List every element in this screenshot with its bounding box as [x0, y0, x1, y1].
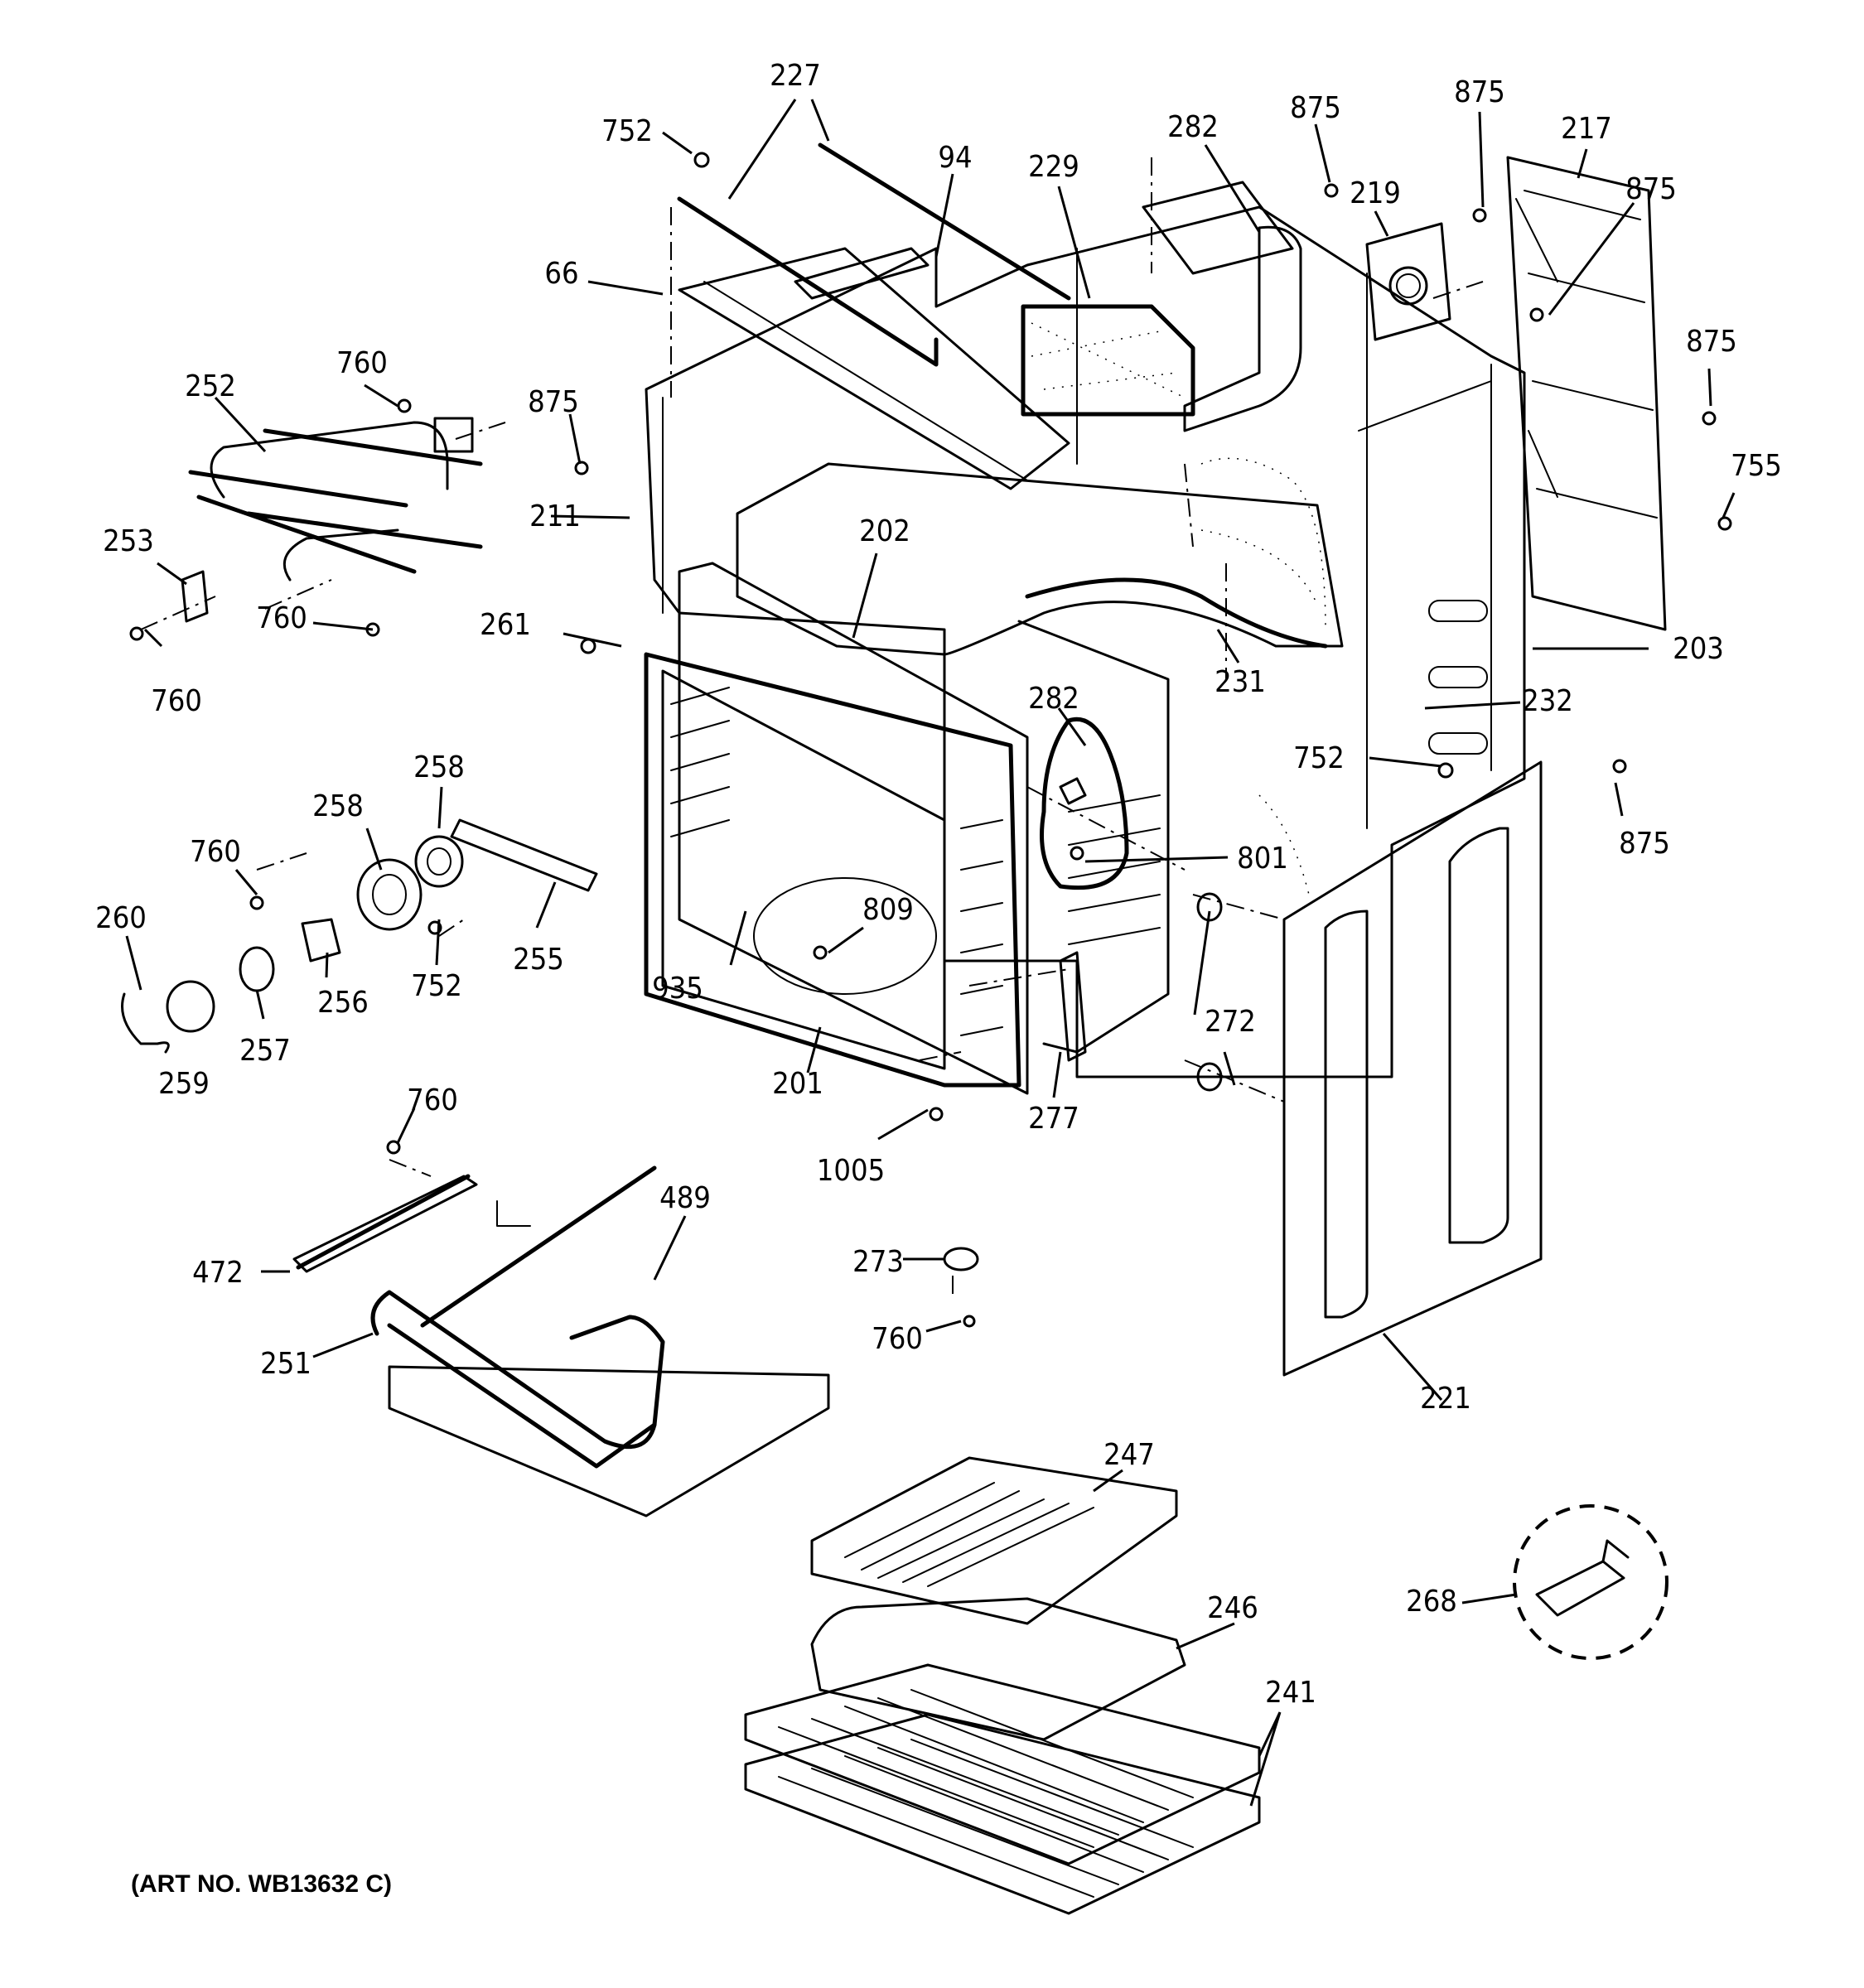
- callout-253: 253: [103, 524, 154, 558]
- callout-935: 935: [652, 972, 703, 1006]
- callout-257: 257: [239, 1034, 291, 1068]
- assembly-dash-lines: [140, 157, 1484, 1300]
- broil-pan-246: [810, 1597, 1186, 1741]
- callout-273: 273: [852, 1245, 904, 1279]
- callout-labels: 227 752 94 229 282 875 219 875 217 875 6…: [95, 59, 1782, 1710]
- callout-94: 94: [938, 141, 972, 175]
- bake-element-251: [296, 1165, 830, 1518]
- callout-246: 246: [1207, 1591, 1258, 1625]
- cavity-top-202: [736, 462, 1344, 656]
- light-assembly: [121, 818, 598, 1054]
- callout-760: 760: [151, 684, 202, 718]
- callout-760: 760: [872, 1322, 923, 1356]
- callout-760: 760: [256, 601, 307, 635]
- callout-489: 489: [659, 1181, 711, 1215]
- callout-229: 229: [1028, 150, 1079, 184]
- cover-219: [1365, 222, 1451, 341]
- callout-202: 202: [859, 514, 910, 548]
- callout-258: 258: [312, 789, 364, 823]
- side-panel-221: [1282, 760, 1543, 1377]
- callout-241: 241: [1265, 1676, 1316, 1710]
- fasteners: [129, 152, 1732, 1328]
- callout-268: 268: [1406, 1585, 1457, 1619]
- insulation-blanket-231: [1025, 577, 1328, 649]
- callout-219: 219: [1350, 176, 1401, 210]
- art-number: (ART NO. WB13632 C): [131, 1870, 392, 1898]
- callout-211: 211: [529, 499, 581, 533]
- clip-268-detail: [1513, 1504, 1668, 1660]
- callout-760: 760: [336, 346, 388, 380]
- callout-875: 875: [528, 385, 579, 419]
- callout-875: 875: [1619, 827, 1670, 861]
- callout-203: 203: [1673, 632, 1724, 666]
- bracket-253: [181, 570, 209, 623]
- oven-cabinet-211: [645, 205, 1526, 1078]
- leader-lines: [125, 99, 1736, 1807]
- callout-755: 755: [1731, 449, 1782, 483]
- callout-282: 282: [1167, 110, 1219, 144]
- callout-201: 201: [772, 1067, 823, 1101]
- callout-260: 260: [95, 901, 147, 935]
- broil-pan-insert-247: [810, 1456, 1178, 1625]
- callout-1005: 1005: [817, 1154, 885, 1188]
- callout-760: 760: [407, 1083, 458, 1117]
- callout-232: 232: [1522, 684, 1573, 718]
- callout-875: 875: [1686, 325, 1737, 359]
- insulation-wrap-282: [1040, 717, 1129, 890]
- callout-221: 221: [1420, 1382, 1471, 1416]
- callout-875: 875: [1454, 75, 1505, 109]
- shield-472: [292, 1175, 478, 1273]
- bracket-277: [1059, 951, 1087, 1062]
- duct-282: [1142, 181, 1302, 432]
- callout-251: 251: [260, 1347, 311, 1381]
- cavity-side-wall: [1017, 620, 1170, 1054]
- callout-261: 261: [480, 608, 531, 642]
- callout-255: 255: [513, 943, 564, 977]
- callout-801: 801: [1237, 842, 1288, 876]
- callout-66: 66: [544, 257, 578, 291]
- callout-875: 875: [1625, 172, 1677, 206]
- oven-racks-241: [744, 1663, 1261, 1915]
- callout-259: 259: [158, 1067, 210, 1101]
- callout-256: 256: [317, 986, 369, 1020]
- callout-217: 217: [1561, 112, 1612, 146]
- callout-258: 258: [413, 750, 465, 784]
- callout-227: 227: [770, 59, 821, 93]
- callout-252: 252: [185, 369, 236, 403]
- top-bracket-66: [678, 247, 1070, 490]
- callout-277: 277: [1028, 1102, 1079, 1136]
- callout-247: 247: [1103, 1438, 1155, 1472]
- callout-760: 760: [190, 835, 241, 869]
- callout-752: 752: [601, 114, 653, 148]
- rear-panel-slots: [1428, 600, 1488, 755]
- callout-809: 809: [862, 893, 914, 927]
- callout-875: 875: [1290, 91, 1341, 125]
- callout-282: 282: [1028, 682, 1079, 716]
- rear-shield-217: [1506, 156, 1667, 631]
- wire-harness-227: [677, 142, 1071, 367]
- oven-liner-201: [644, 562, 1029, 1095]
- callout-472: 472: [192, 1256, 244, 1290]
- broil-element-252: [188, 417, 483, 581]
- insulation-229: [1021, 304, 1195, 417]
- callout-752: 752: [411, 969, 462, 1003]
- callout-231: 231: [1214, 665, 1266, 699]
- callout-752: 752: [1293, 741, 1345, 775]
- callout-272: 272: [1205, 1005, 1256, 1039]
